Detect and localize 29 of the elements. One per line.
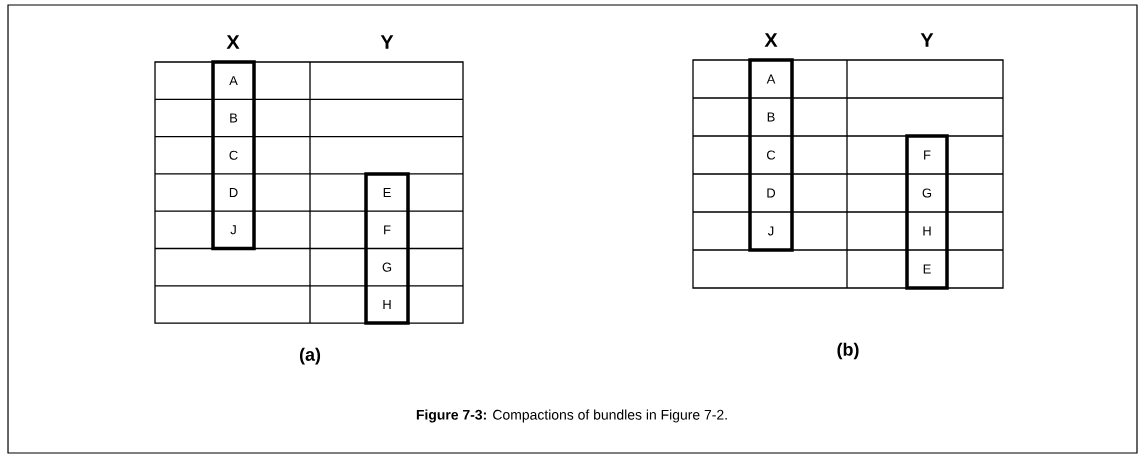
bundle-outline bbox=[905, 134, 949, 290]
bundle-cell: G bbox=[922, 188, 932, 198]
bundle-outline bbox=[364, 172, 410, 325]
column-label: X bbox=[226, 35, 240, 49]
bundle-cell: H bbox=[923, 226, 931, 236]
bundle-cell: D bbox=[229, 188, 238, 197]
bundle-outline bbox=[748, 58, 794, 252]
bundle-cell: H bbox=[383, 300, 391, 309]
bundle-cell: B bbox=[230, 113, 238, 123]
bundle-cell: D bbox=[767, 188, 776, 198]
bundle-cell: C bbox=[767, 150, 776, 160]
bundle-cell: F bbox=[924, 150, 931, 160]
bundle-cell: E bbox=[923, 264, 931, 274]
bundle-cell: G bbox=[382, 262, 392, 272]
panel-label: (b) bbox=[837, 342, 859, 360]
bundle-cell: E bbox=[383, 188, 391, 197]
column-label: X bbox=[764, 33, 778, 47]
column-label: Y bbox=[920, 33, 934, 47]
bundle-cell: J bbox=[767, 226, 774, 236]
bundle-cell: B bbox=[767, 112, 775, 122]
bundle-cell: F bbox=[384, 225, 391, 235]
bundle-cell: A bbox=[229, 76, 238, 86]
panel-label: (a) bbox=[299, 347, 321, 365]
bundle-cell: A bbox=[766, 74, 776, 84]
figure-caption: Figure 7-3: Compactions of bundles in Figure 7-2. bbox=[416, 409, 727, 423]
bundle-cell: J bbox=[230, 225, 236, 235]
bundle-cell: C bbox=[229, 150, 238, 160]
column-label: Y bbox=[380, 35, 394, 49]
bundle-outline bbox=[211, 60, 256, 251]
